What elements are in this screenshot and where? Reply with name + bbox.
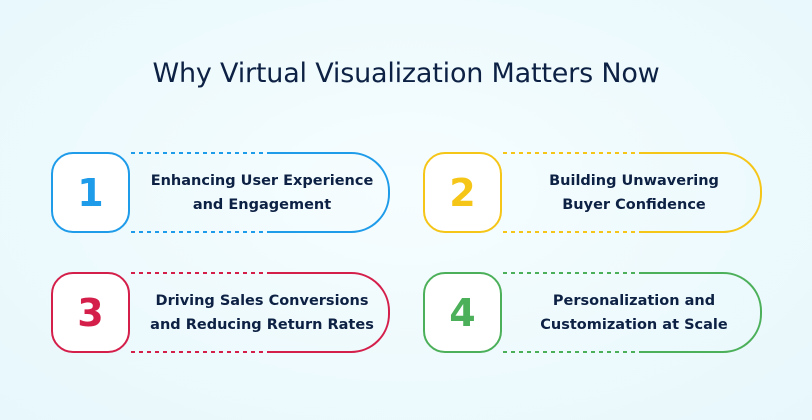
card-outline bbox=[51, 272, 391, 353]
card-number: 1 bbox=[77, 170, 104, 215]
card-label-line2: and Reducing Return Rates bbox=[150, 316, 374, 333]
number-box: 3 bbox=[51, 272, 130, 353]
card-label: Building Unwavering Buyer Confidence bbox=[507, 152, 761, 233]
card-1: 1 Enhancing User Experience and Engageme… bbox=[51, 152, 391, 233]
card-label-line1: Building Unwavering bbox=[549, 172, 719, 189]
card-number: 2 bbox=[449, 170, 476, 215]
card-label: Driving Sales Conversions and Reducing R… bbox=[135, 272, 389, 353]
card-2: 2 Building Unwavering Buyer Confidence bbox=[423, 152, 763, 233]
card-outline bbox=[423, 152, 763, 233]
card-label-line1: Enhancing User Experience bbox=[150, 172, 374, 189]
card-number: 3 bbox=[77, 290, 104, 335]
page-title: Why Virtual Visualization Matters Now bbox=[152, 58, 660, 89]
card-outline bbox=[423, 272, 763, 353]
number-box: 4 bbox=[423, 272, 502, 353]
number-box: 1 bbox=[51, 152, 130, 233]
number-box: 2 bbox=[423, 152, 502, 233]
card-3: 3 Driving Sales Conversions and Reducing… bbox=[51, 272, 391, 353]
card-label: Enhancing User Experience and Engagement bbox=[135, 152, 389, 233]
card-label-line2: Buyer Confidence bbox=[562, 196, 706, 213]
card-4: 4 Personalization and Customization at S… bbox=[423, 272, 763, 353]
card-label-line1: Personalization and bbox=[552, 292, 716, 309]
card-label: Personalization and Customization at Sca… bbox=[507, 272, 761, 353]
card-label-line1: Driving Sales Conversions bbox=[155, 292, 369, 309]
card-label-line2: and Engagement bbox=[192, 196, 332, 213]
card-number: 4 bbox=[449, 290, 476, 335]
card-outline bbox=[51, 152, 391, 233]
card-label-line2: Customization at Scale bbox=[540, 316, 728, 333]
